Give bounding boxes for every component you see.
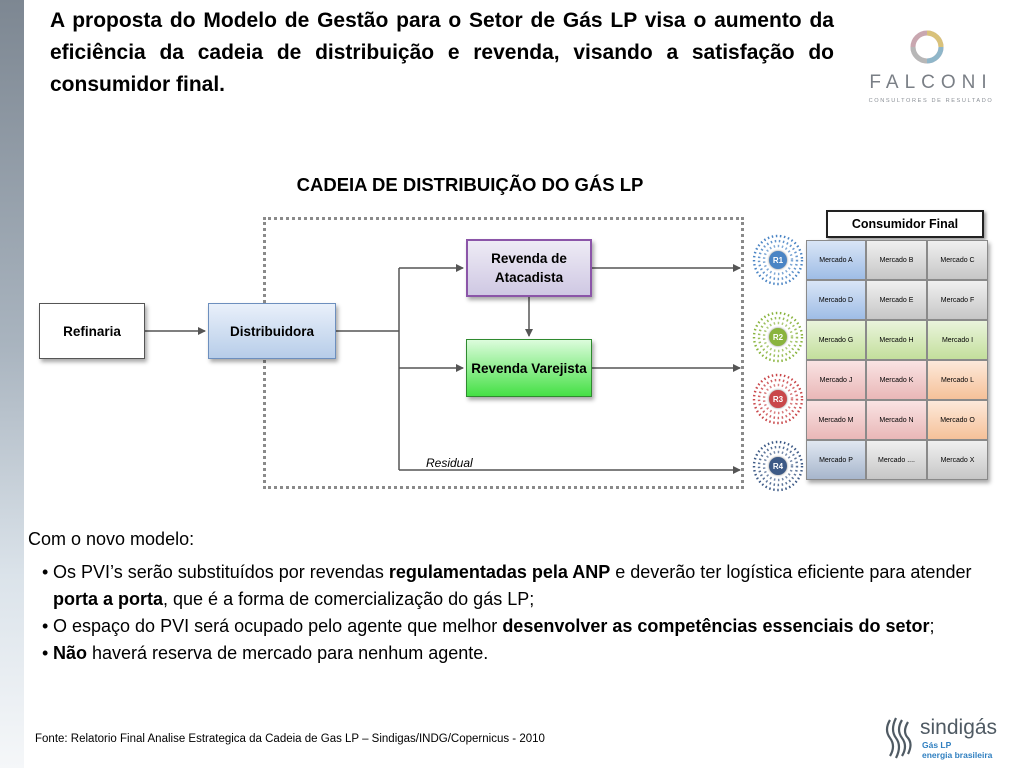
market-piece: Mercado M [806,400,866,440]
bullet-dot-icon: • [42,562,49,582]
sindigas-name: sindigás [920,716,997,739]
market-piece: Mercado .... [866,440,927,480]
model-summary: Com o novo modelo: •Os PVI’s serão subst… [28,526,988,667]
market-piece: Mercado H [866,320,927,360]
market-piece: Mercado E [866,280,927,320]
node-distribuidora: Distribuidora [208,303,336,359]
market-piece: Mercado N [866,400,927,440]
bullet-text: haverá reserva de mercado para nenhum ag… [87,643,489,663]
bullet-text: O espaço do PVI será ocupado pelo agente… [53,616,503,636]
bullet-text: , que é a forma de comercialização do gá… [163,589,535,609]
market-piece: Mercado O [927,400,988,440]
slide-side-bar [0,0,24,768]
bullet-emphasis: Não [53,643,88,663]
falconi-logo: FALCONI CONSULTORES DE RESULTADO [868,28,994,112]
region-r2-marker: R2 [751,310,805,364]
region-dots-icon [752,373,804,425]
market-piece: Mercado P [806,440,866,480]
bullet-emphasis: porta a porta [53,589,164,609]
region-dots-icon [752,234,804,286]
market-piece: Mercado J [806,360,866,400]
summary-bullet-list: •Os PVI’s serão substituídos por revenda… [28,559,988,667]
market-piece: Mercado F [927,280,988,320]
market-piece: Mercado X [927,440,988,480]
diagram-title: CADEIA DE DISTRIBUIÇÃO DO GÁS LP [296,174,644,195]
slide-headline: A proposta do Modelo de Gestão para o Se… [50,9,834,96]
region-badge: R2 [769,328,787,346]
market-piece: Mercado B [866,240,927,280]
market-piece: Mercado L [927,360,988,400]
bullet-dot-icon: • [42,616,49,636]
market-piece: Mercado G [806,320,866,360]
region-r4-marker: R4 [751,439,805,493]
bullet-text: e deverão ter logística eficiente para a… [610,562,972,582]
market-piece: Mercado A [806,240,866,280]
market-piece: Mercado K [866,360,927,400]
region-badge: R4 [769,457,787,475]
sindigas-line1: Gás LP [922,740,952,750]
market-piece: Mercado C [927,240,988,280]
summary-bullet: •Os PVI’s serão substituídos por revenda… [28,559,988,613]
region-r1-marker: R1 [751,233,805,287]
bullet-dot-icon: • [42,643,49,663]
bullet-text: Os PVI’s serão substituídos por revendas [53,562,389,582]
market-piece: Mercado D [806,280,866,320]
region-r3-marker: R3 [751,372,805,426]
summary-bullet: •Não haverá reserva de mercado para nenh… [28,640,988,667]
falconi-ring-icon [910,30,944,64]
region-dots-icon [752,311,804,363]
falconi-tagline: CONSULTORES DE RESULTADO [868,98,994,104]
residual-label: Residual [426,456,473,470]
sindigas-line2: energia brasileira [922,750,993,760]
consumer-final-label: Consumidor Final [826,210,984,238]
region-badge: R1 [769,251,787,269]
bullet-text: ; [929,616,935,636]
market-piece: Mercado I [927,320,988,360]
summary-bullet: •O espaço do PVI será ocupado pelo agent… [28,613,988,640]
sindigas-logo: sindigás Gás LP energia brasileira [885,716,997,760]
region-dots-icon [752,440,804,492]
bullet-emphasis: desenvolver as competências essenciais d… [502,616,930,636]
node-revenda-atacadista: Revenda de Atacadista [466,239,592,297]
node-revenda-varejista: Revenda Varejista [466,339,592,397]
bullet-emphasis: regulamentadas pela ANP [388,562,611,582]
source-citation: Fonte: Relatorio Final Analise Estrategi… [35,733,545,745]
sindigas-flame-icon [885,717,912,759]
region-badge: R3 [769,390,787,408]
falconi-wordmark: FALCONI [869,72,993,93]
node-refinaria: Refinaria [39,303,145,359]
summary-intro: Com o novo modelo: [28,529,195,549]
